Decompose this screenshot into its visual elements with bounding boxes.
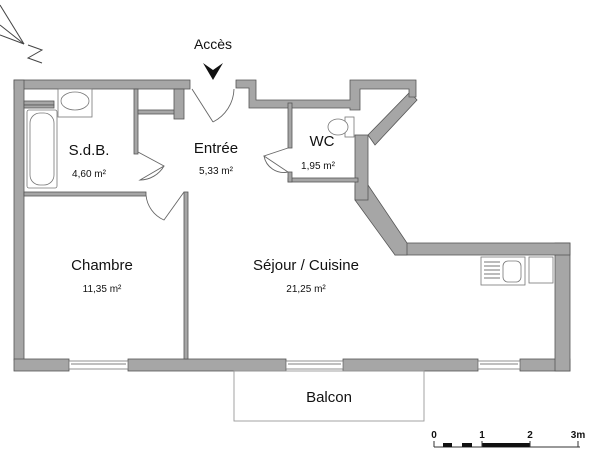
cabinet bbox=[528, 256, 554, 284]
bathtub-icon bbox=[26, 109, 58, 189]
toilet-icon bbox=[327, 116, 355, 138]
room-area-sejour: 21,25 m² bbox=[286, 284, 326, 295]
balcony-outline bbox=[233, 370, 425, 422]
scale-tick-0: 0 bbox=[431, 430, 437, 441]
scale-tick-2: 2 bbox=[527, 430, 533, 441]
sink-icon bbox=[57, 88, 93, 118]
room-name-wc: WC bbox=[309, 133, 335, 150]
room-area-chambre: 11,35 m² bbox=[82, 284, 122, 295]
kitchen-sink-icon bbox=[480, 256, 526, 286]
windows bbox=[68, 360, 521, 370]
north-arrow-icon bbox=[0, 4, 44, 64]
room-area-entree: 5,33 m² bbox=[199, 166, 233, 177]
doors bbox=[137, 88, 290, 221]
room-name-chambre: Chambre bbox=[71, 257, 133, 274]
scale-tick-1: 1 bbox=[479, 430, 485, 441]
scale-bar bbox=[433, 441, 580, 448]
room-area-sdb: 4,60 m² bbox=[72, 169, 106, 180]
room-name-sdb: S.d.B. bbox=[68, 142, 110, 159]
watermark: A bbox=[301, 222, 335, 271]
room-name-sejour: Séjour / Cuisine bbox=[253, 257, 359, 274]
walls bbox=[13, 79, 571, 372]
access-arrow-icon bbox=[203, 63, 223, 80]
room-name-entree: Entrée bbox=[193, 140, 239, 157]
access-label: Accès bbox=[193, 36, 233, 52]
room-area-wc: 1,95 m² bbox=[301, 161, 335, 172]
room-name-balcon: Balcon bbox=[306, 389, 352, 406]
scale-tick-3m: 3m bbox=[570, 430, 586, 441]
